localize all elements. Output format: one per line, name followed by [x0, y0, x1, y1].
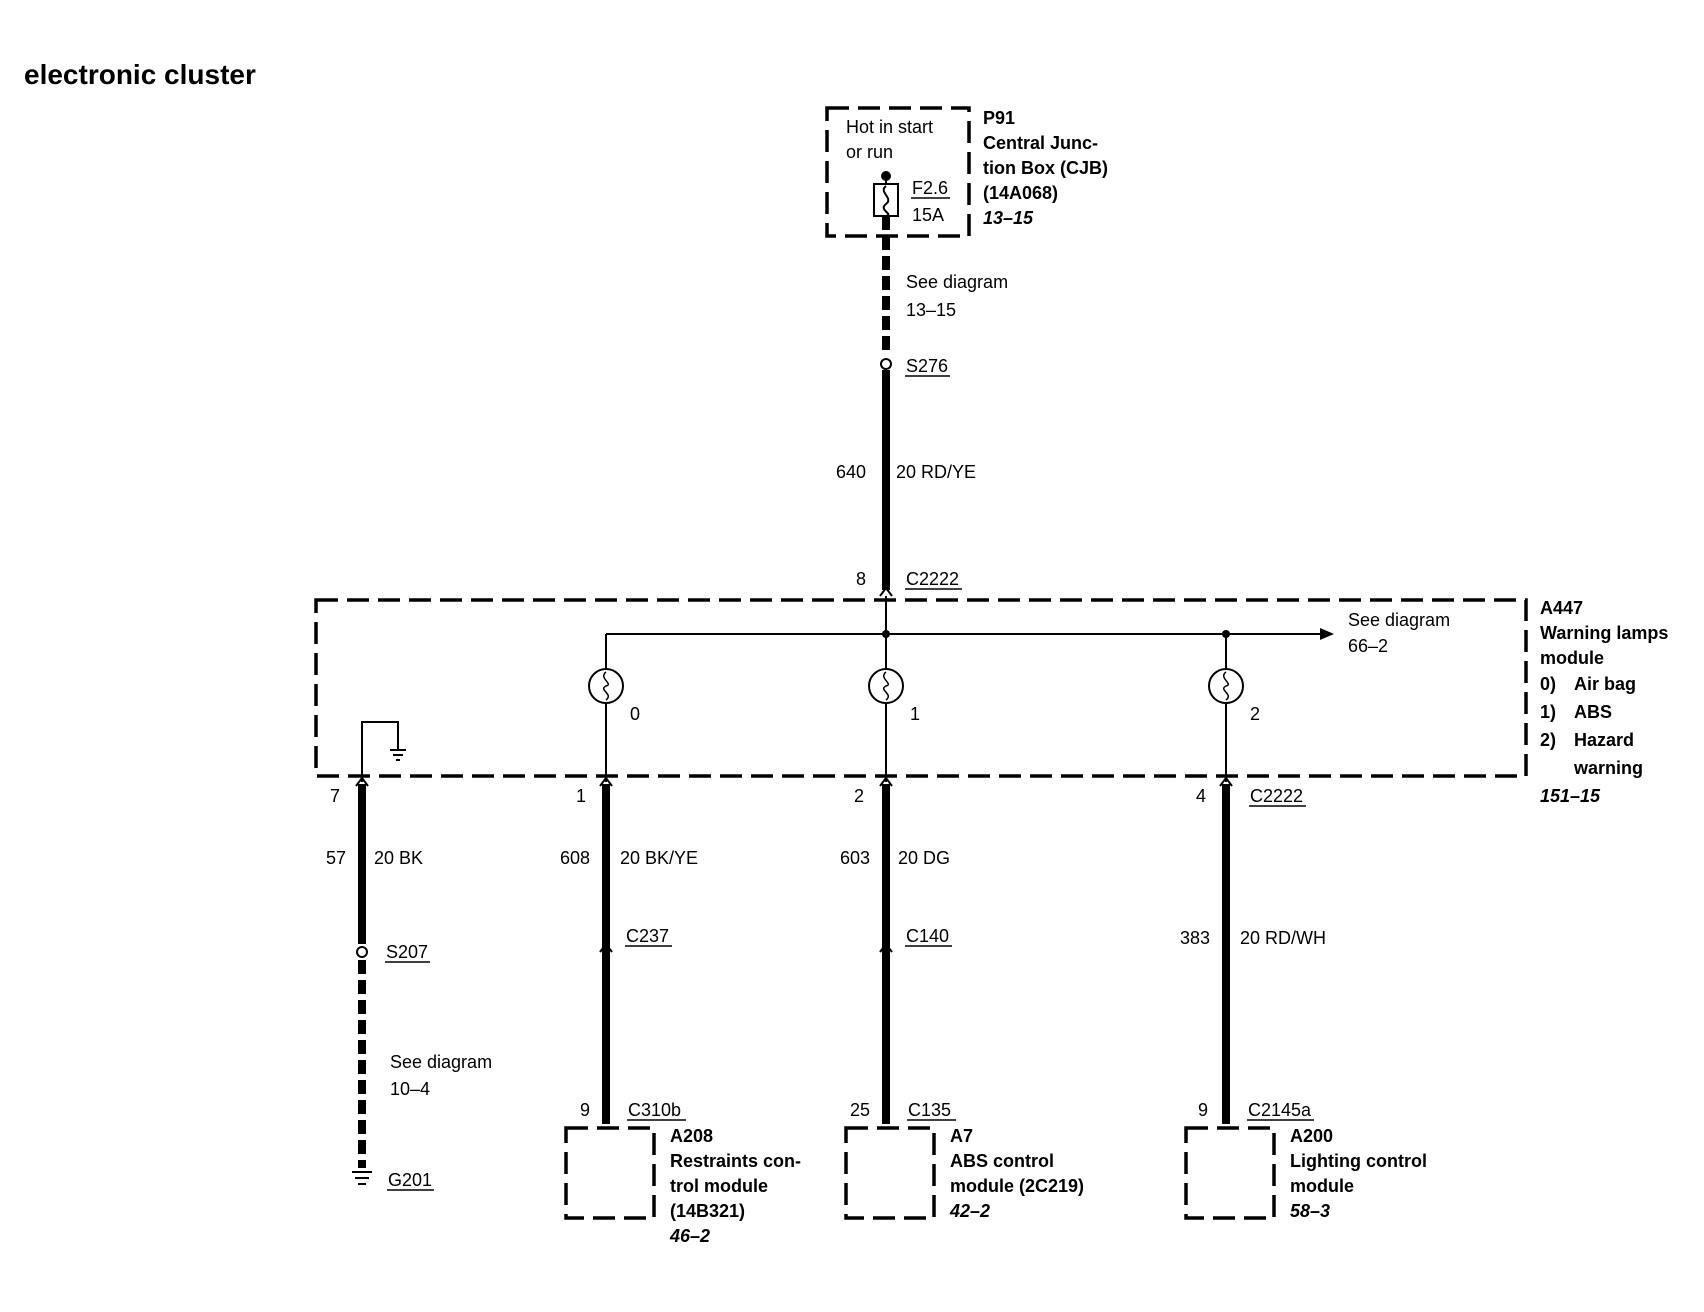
ground-branch-wire: 20 BK — [374, 848, 423, 868]
a7-pin: 2 — [854, 786, 864, 806]
a7-end-connector: C135 — [908, 1100, 951, 1120]
feed-connector: C2222 — [906, 569, 959, 589]
splice-s276: S276 — [906, 356, 948, 376]
a447-ref: 151–15 — [1540, 786, 1601, 806]
ground-branch-pin: 7 — [330, 786, 340, 806]
lamp-icon — [588, 668, 624, 704]
a447-lamp-1-num: 1) — [1540, 702, 1556, 722]
ground-icon — [352, 1171, 372, 1185]
a7-name-2: module (2C219) — [950, 1176, 1084, 1196]
ground-branch-see-2: 10–4 — [390, 1079, 430, 1099]
a208-name-2: trol module — [670, 1176, 768, 1196]
a447-lamp-1-name: ABS — [1574, 702, 1612, 722]
a200-name-2: module — [1290, 1176, 1354, 1196]
feed-circuit: 640 — [836, 462, 866, 482]
fuse-id: F2.6 — [912, 178, 948, 198]
feed-wire: See diagram 13–15 S276 640 20 RD/YE 8 C2… — [836, 216, 1008, 597]
a7-name-1: ABS control — [950, 1151, 1054, 1171]
a208-end-pin: 9 — [580, 1100, 590, 1120]
splice-s276-dot — [880, 358, 892, 370]
warning-lamps-module: See diagram 66–2 0 1 2 — [314, 596, 1668, 806]
lamp-2-label: 2 — [1250, 704, 1260, 724]
a7-wire: 20 DG — [898, 848, 950, 868]
branch-a200: 4 C2222 383 20 RD/WH 9 C2145a A200 Light… — [1180, 776, 1427, 1221]
a208-wire: 20 BK/YE — [620, 848, 698, 868]
lamp-1-label: 1 — [910, 704, 920, 724]
a208-circuit: 608 — [560, 848, 590, 868]
central-junction-box: Hot in start or run F2.6 15A P91 Central… — [825, 106, 1108, 238]
a208-end-connector: C310b — [628, 1100, 681, 1120]
a200-end-pin: 9 — [1198, 1100, 1208, 1120]
cjb-hot-label-2: or run — [846, 142, 893, 162]
branch-a7: 2 603 20 DG C140 25 C135 A7 ABS control … — [840, 776, 1084, 1221]
a447-see-1: See diagram — [1348, 610, 1450, 630]
a200-circuit: 383 — [1180, 928, 1210, 948]
ground-branch: 7 57 20 BK S207 See diagram 10–4 G201 — [326, 776, 492, 1191]
a200-outline — [1184, 1126, 1276, 1220]
a200-pin: 4 — [1196, 786, 1206, 806]
a208-id: A208 — [670, 1126, 713, 1146]
cjb-part: (14A068) — [983, 183, 1058, 203]
fuse-rating: 15A — [912, 205, 944, 225]
a208-outline — [564, 1126, 656, 1220]
a200-ref: 58–3 — [1290, 1201, 1330, 1221]
ground-branch-see-1: See diagram — [390, 1052, 492, 1072]
a200-end-connector: C2145a — [1248, 1100, 1312, 1120]
splice-s207-dot — [356, 946, 368, 958]
a447-name-1: Warning lamps — [1540, 623, 1668, 643]
a208-pin: 1 — [576, 786, 586, 806]
a208-inline-connector: C237 — [626, 926, 669, 946]
a200-name-1: Lighting control — [1290, 1151, 1427, 1171]
cjb-outline — [825, 106, 971, 238]
a447-see-2: 66–2 — [1348, 636, 1388, 656]
a447-lamp-2-extra: warning — [1573, 758, 1643, 778]
a7-inline-connector: C140 — [906, 926, 949, 946]
cjb-id: P91 — [983, 108, 1015, 128]
cjb-name-2: tion Box (CJB) — [983, 158, 1108, 178]
a200-connector: C2222 — [1250, 786, 1303, 806]
a208-name-1: Restraints con- — [670, 1151, 801, 1171]
a7-circuit: 603 — [840, 848, 870, 868]
branch-a208: 1 608 20 BK/YE C237 9 C310b A208 Restrai… — [560, 776, 801, 1246]
a200-id: A200 — [1290, 1126, 1333, 1146]
a7-ref: 42–2 — [949, 1201, 990, 1221]
lamp-icon — [1208, 668, 1244, 704]
a447-name-2: module — [1540, 648, 1604, 668]
lamp-icon — [868, 668, 904, 704]
a447-lamp-0-num: 0) — [1540, 674, 1556, 694]
a447-lamp-2-name: Hazard — [1574, 730, 1634, 750]
feed-pin: 8 — [856, 569, 866, 589]
diagram-title: electronic cluster — [24, 59, 256, 90]
a447-id: A447 — [1540, 598, 1583, 618]
a447-lamp-0-name: Air bag — [1574, 674, 1636, 694]
ground-icon — [390, 749, 406, 761]
splice-s207: S207 — [386, 942, 428, 962]
lamp-0-label: 0 — [630, 704, 640, 724]
a7-outline — [844, 1126, 936, 1220]
fuse-icon — [873, 183, 899, 217]
feed-see-2: 13–15 — [906, 300, 956, 320]
a208-part: (14B321) — [670, 1201, 745, 1221]
a447-outline — [314, 598, 1528, 778]
a200-wire: 20 RD/WH — [1240, 928, 1326, 948]
a208-ref: 46–2 — [669, 1226, 710, 1246]
a7-id: A7 — [950, 1126, 973, 1146]
ground-branch-circuit: 57 — [326, 848, 346, 868]
a7-end-pin: 25 — [850, 1100, 870, 1120]
a447-lamp-2-num: 2) — [1540, 730, 1556, 750]
cjb-ref: 13–15 — [983, 208, 1034, 228]
feed-wire-spec: 20 RD/YE — [896, 462, 976, 482]
feed-see-1: See diagram — [906, 272, 1008, 292]
cjb-hot-label-1: Hot in start — [846, 117, 933, 137]
cjb-name-1: Central Junc- — [983, 133, 1098, 153]
ground-g201: G201 — [388, 1170, 432, 1190]
